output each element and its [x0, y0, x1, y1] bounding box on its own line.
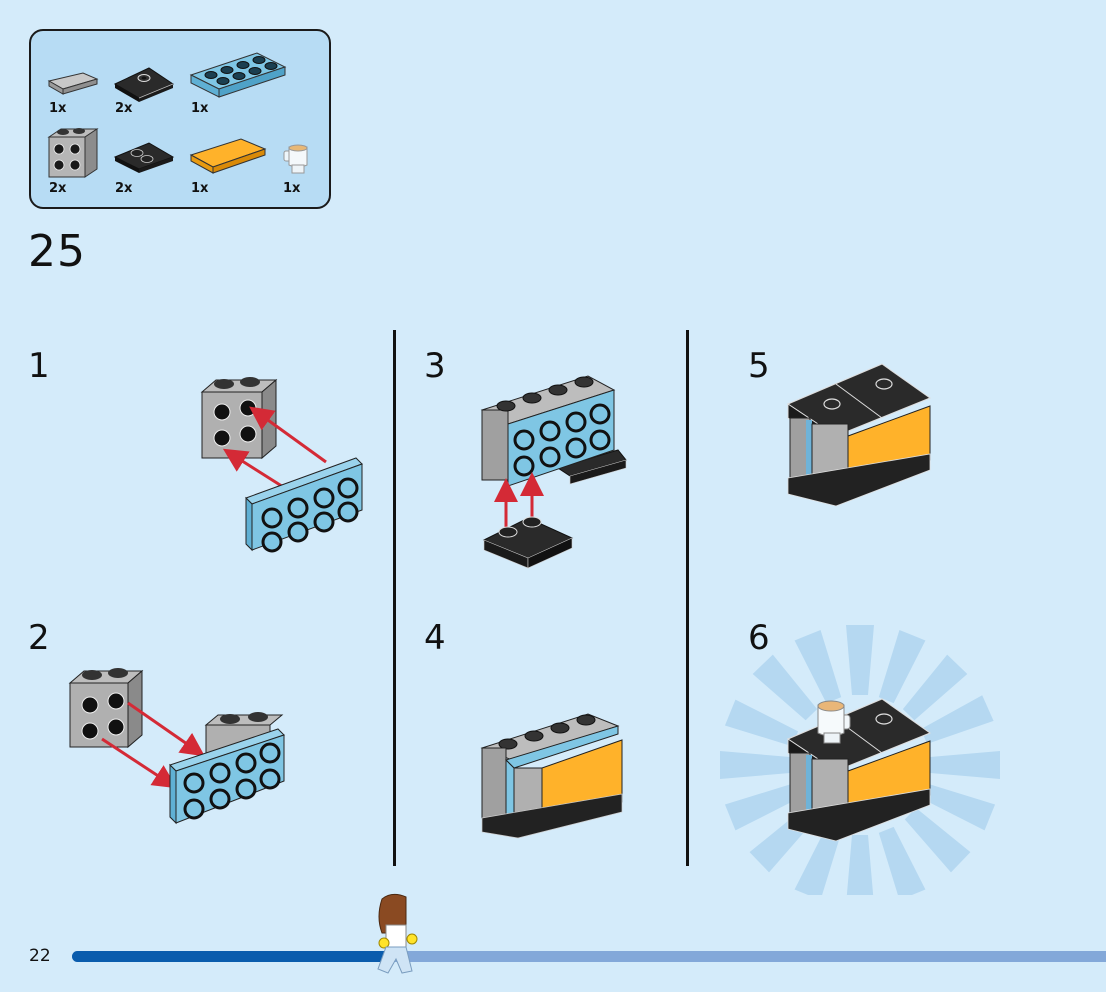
page-number: 22: [29, 946, 51, 966]
part-qty: 1x: [191, 101, 209, 116]
sub-step-number: 4: [424, 618, 446, 658]
part-black-plate-two-studs: [113, 139, 175, 175]
step-6-illustration: [720, 615, 1010, 905]
part-qty: 1x: [283, 181, 301, 196]
column-divider: [393, 330, 396, 866]
minifigure-progress-marker: [372, 893, 422, 981]
burst-rays: [720, 625, 1000, 905]
step-1-illustration: [196, 370, 371, 564]
progress-fill: [72, 951, 394, 962]
part-qty: 1x: [49, 101, 67, 116]
parts-list-box: 1x 2x 1x: [29, 29, 331, 209]
part-orange-tile: [189, 135, 269, 179]
step-4-illustration: [478, 706, 633, 850]
sub-step-number: 6: [748, 618, 770, 658]
part-grey-brick-side-studs: [47, 123, 99, 179]
column-divider: [686, 330, 689, 866]
step-2-illustration: [62, 655, 292, 834]
sub-step-number: 5: [748, 346, 770, 386]
part-qty: 1x: [191, 181, 209, 196]
part-mug: [283, 143, 311, 175]
part-qty: 2x: [115, 101, 133, 116]
sub-step-number: 3: [424, 346, 446, 386]
sub-step-number: 1: [28, 346, 50, 386]
part-azure-plate: [189, 49, 289, 104]
mug-on-brick: [817, 700, 851, 744]
part-qty: 2x: [49, 181, 67, 196]
part-black-plate-center-stud: [113, 64, 175, 104]
part-qty: 2x: [115, 181, 133, 196]
step-3-illustration: [478, 368, 638, 587]
sub-step-number: 2: [28, 618, 50, 658]
step-number: 25: [28, 226, 86, 277]
part-grey-tile: [47, 69, 99, 95]
step-5-illustration: [786, 362, 936, 516]
progress-track: [72, 951, 1106, 962]
